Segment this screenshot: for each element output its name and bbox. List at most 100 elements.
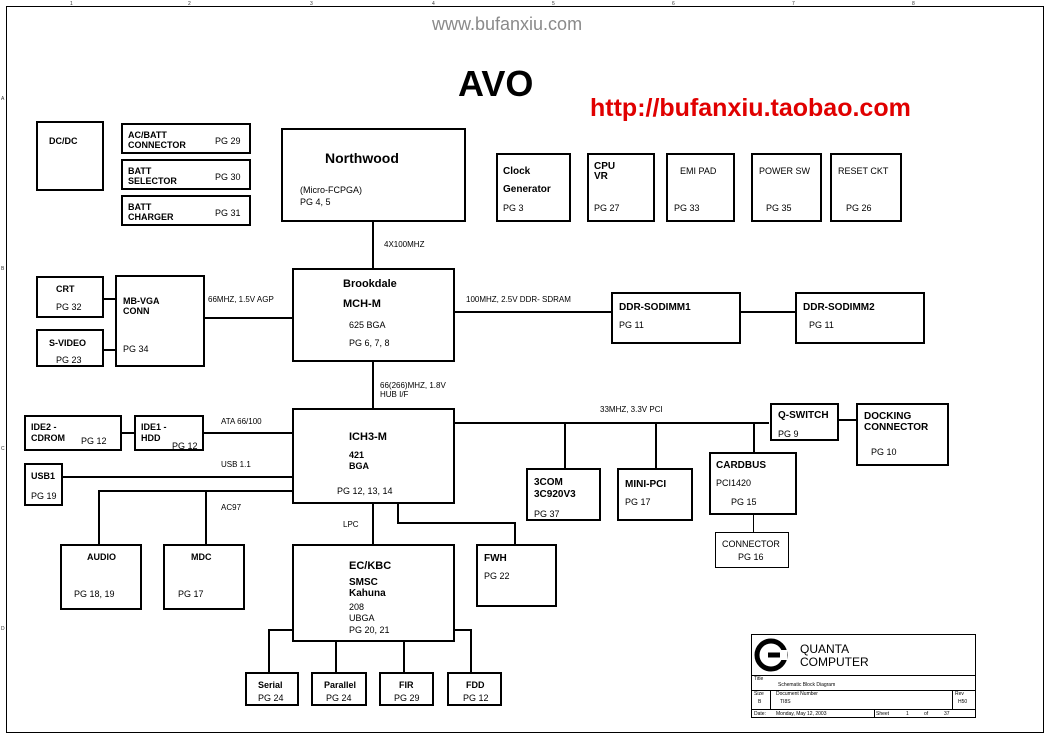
mch-block: Brookdale MCH-M 625 BGA PG 6, 7, 8 [292,268,455,362]
audio-drop [98,490,100,544]
tb-total: 37 [944,711,950,717]
battsel-label-2: SELECTOR [128,176,177,186]
hub-label-2: HUB I/F [380,390,409,399]
ich-label-3: BGA [349,461,369,471]
border-tick-3: 3 [310,1,313,7]
clock-label-1: Clock [503,166,531,177]
parallel-page: PG 24 [326,693,352,703]
battsel-page: PG 30 [215,172,241,182]
mdc-block: MDC PG 17 [163,544,245,610]
ich-label-1: ICH3-M [349,431,387,443]
border-tick-5: 5 [552,1,555,7]
ide2-cdrom-block: IDE2 - CDROM PG 12 [24,415,122,451]
border-tick-7: 7 [792,1,795,7]
crt-page: PG 32 [56,302,82,312]
svideo-label: S-VIDEO [49,338,87,348]
clock-generator-block: Clock Generator PG 3 [496,153,571,222]
acbatt-label-2: CONNECTOR [128,140,186,150]
border-tick-d: D [1,626,5,632]
audio-block: AUDIO PG 18, 19 [60,544,142,610]
mch-label-1: Brookdale [343,278,397,290]
ec-page: PG 20, 21 [349,625,390,635]
mbvga-label-2: CONN [123,306,150,316]
border-tick-4: 4 [432,1,435,7]
mdc-page: PG 17 [178,589,204,599]
emi-pad-block: EMI PAD PG 33 [666,153,735,222]
reset-ckt-page: PG 26 [846,203,872,213]
3com-label-1: 3COM [534,477,563,488]
emi-page: PG 33 [674,203,700,213]
usb1-label: USB1 [31,471,56,481]
ddr-label: 100MHZ, 2.5V DDR- SDRAM [466,295,571,304]
ec-label-1: EC/KBC [349,560,392,572]
usb1-block: USB1 PG 19 [24,463,63,506]
cpuvr-page: PG 27 [594,203,620,213]
ec-io-bus-right [455,629,471,631]
agp-line [205,317,292,319]
minipci-page: PG 17 [625,497,651,507]
ide1-label-2: HDD [141,433,161,443]
batt-charger-block: BATT CHARGER PG 31 [121,195,251,226]
reset-ckt-block: RESET CKT PG 26 [830,153,902,222]
ata-label: ATA 66/100 [221,417,262,426]
battchg-page: PG 31 [215,208,241,218]
svideo-page: PG 23 [56,355,82,365]
dimm-link [741,311,795,313]
tb-divider-2 [752,690,975,691]
fsb-label: 4X100MHZ [384,240,425,249]
mbvga-label-1: MB-VGA [123,296,160,306]
border-tick-1: 1 [70,1,73,7]
ec-label-2: SMSC [349,577,378,588]
serial-drop [268,629,270,672]
title-block: QUANTA COMPUTER Title Schematic Block Di… [751,634,976,718]
audio-page: PG 18, 19 [74,589,115,599]
dcdc-block: DC/DC [36,121,104,191]
ddr-line [455,311,611,313]
tb-vdiv-3 [874,709,875,718]
tb-divider-1 [752,675,975,676]
fir-drop [403,642,405,672]
border-tick-8: 8 [912,1,915,7]
parallel-block: Parallel PG 24 [311,672,367,706]
hub-line [372,362,374,409]
pci-label: 33MHZ, 3.3V PCI [600,405,663,414]
cpu-page: PG 4, 5 [300,197,331,207]
company-name-2: COMPUTER [800,655,869,669]
fdd-drop [470,629,472,672]
tb-rev: H50 [958,699,968,705]
fwh-page: PG 22 [484,571,510,581]
northwood-cpu-block: Northwood (Micro-FCPGA) PG 4, 5 [281,128,466,222]
mch-label-2: MCH-M [343,298,381,310]
ide1-page: PG 12 [172,441,198,451]
dimm2-page: PG 11 [809,320,834,330]
cardbus-chip: PCI1420 [716,478,752,488]
batt-selector-block: BATT SELECTOR PG 30 [121,159,251,190]
tb-doc: TI8S [780,699,791,705]
docking-connector-block: DOCKING CONNECTOR PG 10 [856,403,949,466]
cardbus-page: PG 15 [731,497,757,507]
card-connector-block: CONNECTOR PG 16 [715,532,789,568]
parallel-label: Parallel [324,680,357,690]
cpuvr-label-1: CPU [594,161,616,172]
fwh-label: FWH [484,553,507,564]
ddr-sodimm2-block: DDR-SODIMM2 PG 11 [795,292,925,344]
fsb-line [372,222,374,269]
tb-size: B [758,699,762,705]
cpu-package: (Micro-FCPGA) [300,185,362,195]
ich3m-block: ICH3-M 421 BGA PG 12, 13, 14 [292,408,455,504]
tb-vdiv-2 [952,690,953,709]
audio-label: AUDIO [87,552,116,562]
fwh-bus [397,522,516,524]
border-tick-b: B [1,266,5,272]
cpu-name: Northwood [325,150,399,166]
tb-divider-3 [752,709,975,710]
reset-ckt-label: RESET CKT [838,166,889,176]
cardbus-drop [753,422,755,452]
qswitch-page: PG 9 [778,429,799,439]
power-switch-block: POWER SW PG 35 [751,153,822,222]
ide2-label-1: IDE2 - [31,422,57,432]
crt-label: CRT [56,284,75,294]
ddr-sodimm1-block: DDR-SODIMM1 PG 11 [611,292,741,344]
diagram-title: AVO [458,63,534,104]
dimm1-page: PG 11 [619,320,644,330]
